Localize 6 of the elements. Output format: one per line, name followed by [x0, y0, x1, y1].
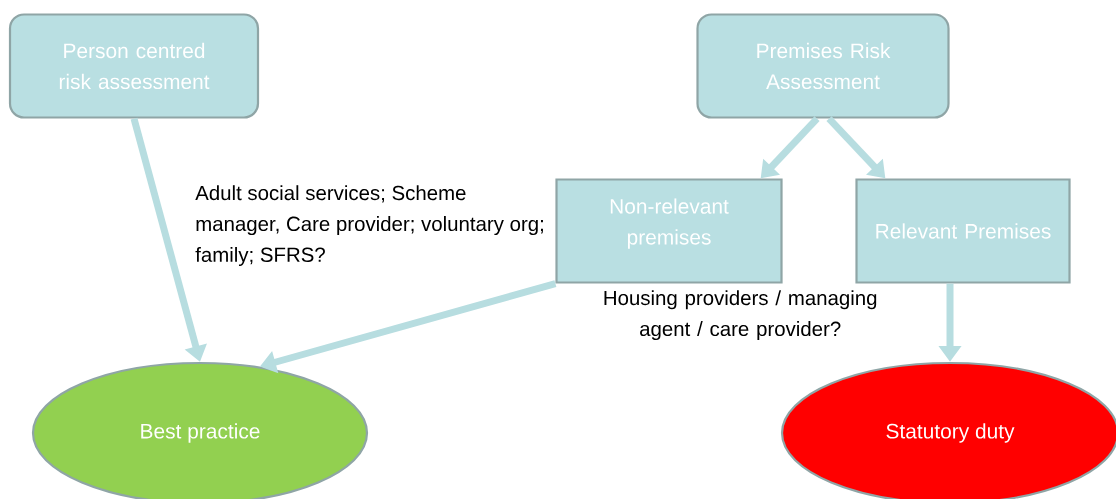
rounded-box: Premises Risk Assessment	[696, 13, 950, 119]
note-text: Adult social services; Scheme manager, Care provider; voluntary org; family; SFRS?	[195, 185, 543, 266]
note-text: Housing providers / managing agent / care provider?	[604, 290, 877, 341]
process-box: Non-relevant premises	[555, 178, 783, 284]
rounded-box: Person centred risk assessment	[8, 13, 260, 119]
process-box: Relevant Premises	[855, 178, 1071, 284]
